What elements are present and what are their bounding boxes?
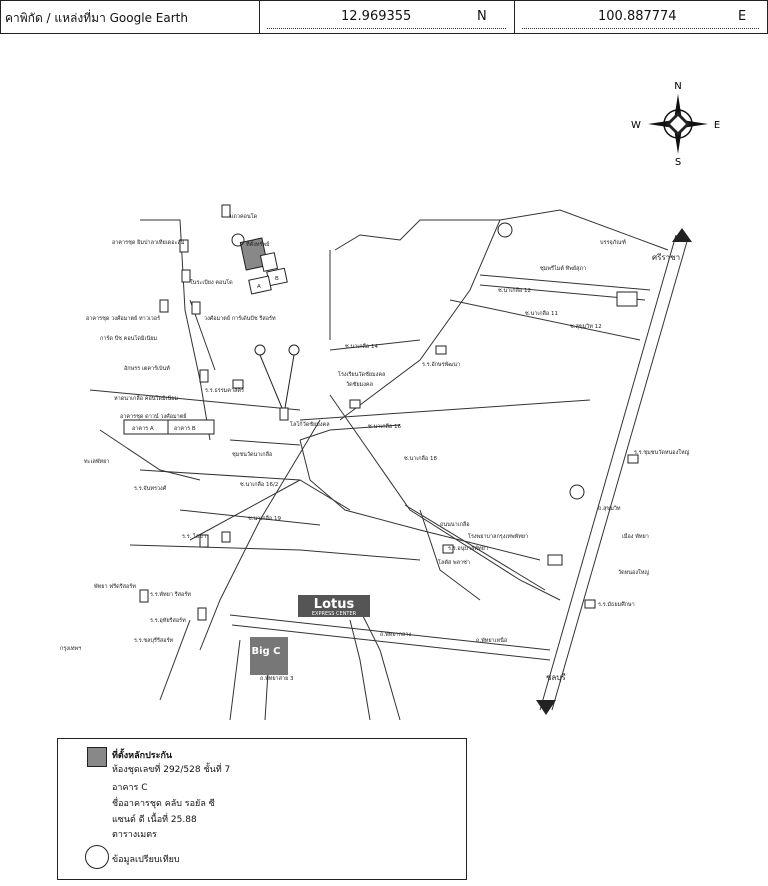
compare-marker-2 bbox=[288, 344, 300, 356]
lotus-label: Lotus bbox=[314, 597, 355, 612]
map-label: อาคารชุด ยิมปาลาเทียเดอะส์ม bbox=[112, 239, 185, 246]
map-label: การ์ด บีช คอนโดมิเนียม bbox=[100, 334, 157, 342]
coordinate-header: คาพิกัด / แหล่งที่มา Google Earth 12.969… bbox=[0, 0, 768, 34]
latitude-cell: 12.969355 N bbox=[259, 1, 515, 33]
map-label: ที่ตั้งทรัพย์ bbox=[246, 240, 270, 248]
map-label: กรุงเทพฯ bbox=[60, 645, 81, 652]
map-label: ร.ร.อุทัยรีสอร์ท bbox=[150, 617, 186, 624]
map-label: หาดนาเกลือ คอนโดมิเนียม bbox=[114, 394, 179, 402]
compass-n: N bbox=[674, 81, 681, 92]
compass-e: E bbox=[714, 120, 720, 131]
map-label: ซ.นาเกลือ 12 bbox=[498, 287, 531, 294]
lotus-store: Lotus EXPRESS CENTER bbox=[298, 595, 370, 617]
longitude-direction: E bbox=[738, 9, 747, 24]
map-label: ซ.นาเกลือ 14 bbox=[345, 343, 378, 350]
map-label: อักษรร เตคาร์เบ้นท์ bbox=[124, 365, 170, 372]
longitude-value: 100.887774 bbox=[598, 9, 677, 24]
map-label: A bbox=[257, 284, 261, 290]
map-label: อาคาร A bbox=[132, 426, 154, 432]
map-label: บรรจุภัณฑ์ bbox=[600, 239, 626, 246]
map-label: B bbox=[275, 276, 279, 282]
legend-line-3: อาคาร C bbox=[112, 783, 148, 793]
map-label: อาคารชุด ดาวน์ วงศ์อมาตย์ bbox=[120, 413, 187, 420]
map-label: ศรีราชา bbox=[652, 253, 680, 262]
compass-rose: N S W E bbox=[631, 81, 720, 168]
legend-line-1: ที่ตั้งหลักประกัน bbox=[112, 751, 173, 761]
latitude-value: 12.969355 bbox=[341, 9, 412, 24]
map-label: ร.ร.มัธยมศึกษา bbox=[598, 601, 635, 608]
source-cell: คาพิกัด / แหล่งที่มา Google Earth bbox=[1, 1, 260, 33]
map-label: ร.ร.ธรรมคาสตร์ bbox=[205, 387, 244, 394]
map-label: ซ.นาเกลือ 16 bbox=[368, 423, 401, 430]
compare-marker-1 bbox=[254, 344, 266, 356]
map-label: วัดชัยมงคล bbox=[346, 381, 373, 388]
subject-site bbox=[231, 233, 288, 295]
map-label: วงศ์อมาตย์ การ์เด้นบีช รีสอร์ท bbox=[204, 315, 276, 322]
map-label: ซ.นาเกลือ 18 bbox=[404, 455, 437, 462]
map-label: เมือง พัทยา bbox=[622, 533, 649, 540]
map-label: ร.ร.ชลบุรีรีสอร์ท bbox=[134, 637, 174, 644]
compare-circle-icon bbox=[85, 845, 109, 869]
longitude-cell: 100.887774 E bbox=[514, 1, 767, 33]
map-label: โรงพยาบาลกรุงเทพพัทยา bbox=[468, 532, 528, 540]
compass-w: W bbox=[631, 120, 641, 131]
compass-s: S bbox=[675, 157, 681, 168]
map-label: ซุ่มพรีไมต์ ทิพย์สุภา bbox=[540, 265, 586, 272]
map-label: ในระเบียง คอนโด bbox=[190, 278, 233, 286]
map-label: ร.ร.จันทรวงศ์ bbox=[134, 485, 167, 492]
map-label: แถวคอนโด bbox=[230, 212, 258, 220]
source-label: คาพิกัด / แหล่งที่มา Google Earth bbox=[5, 11, 188, 25]
legend-line-4: ชื่ออาคารชุด คลับ รอยัล ซี bbox=[112, 799, 215, 809]
map-label: พัทยา ฟรีดรีสอร์ท bbox=[94, 583, 136, 590]
legend-compare: ข้อมูลเปรียบเทียบ bbox=[112, 855, 180, 865]
map-label: ถนนนาเกลือ bbox=[440, 521, 470, 528]
map-label: ร.ร.ชุมชนวัดหนองใหญ่ bbox=[634, 449, 690, 456]
map-label: ถ.พัทยากลาง bbox=[380, 631, 411, 638]
legend-line-5: แซนด์ ดี เนื้อที่ 25.88 bbox=[112, 815, 197, 825]
map-label: อาคาร B bbox=[174, 426, 196, 432]
map-label: โลตัส พลาซ่า bbox=[438, 558, 470, 566]
map-label: ซ.นาเกลือ 11 bbox=[525, 310, 558, 317]
map-label: ถ.พัทยาสาย 3 bbox=[260, 675, 294, 682]
legend-line-2: ห้องชุดเลขที่ 292/528 ชั้นที่ 7 bbox=[112, 765, 231, 775]
map-label: ซ.นาเกลือ 16/2 bbox=[240, 481, 278, 488]
map-legend: ที่ตั้งหลักประกัน ห้องชุดเลขที่ 292/528 … bbox=[57, 738, 467, 880]
legend-line-6: ตารางเมตร bbox=[112, 830, 157, 840]
map-label: ร.ร.อักษรพัฒนา bbox=[422, 361, 460, 368]
map-label: ทะเลพัทยา bbox=[84, 458, 109, 465]
map-label: ชุมชนวัดนาเกลือ bbox=[232, 451, 272, 458]
street-map: Lotus EXPRESS CENTER Big C แถวคอนโด ที่ต… bbox=[60, 204, 692, 721]
map-label: ร.ร.พัทยา รีสอร์ท bbox=[150, 591, 191, 598]
big-c-store: Big C bbox=[250, 637, 288, 675]
subject-swatch bbox=[87, 747, 107, 767]
map-label: ถ.พัทยาเหนือ bbox=[476, 637, 507, 644]
big-c-label: Big C bbox=[251, 646, 280, 657]
map-label: ซ.นาเกลือ 19 bbox=[248, 515, 281, 522]
map-label: โรงเรียนวัดชัยมงคล bbox=[338, 370, 385, 378]
map-label: โลโก้วัดชัยมงคล bbox=[290, 420, 330, 428]
map-label: ร.ร.อนุบาลพัทยา bbox=[448, 545, 488, 552]
map-label: วัดหนองใหญ่ bbox=[618, 569, 649, 576]
latitude-direction: N bbox=[477, 9, 487, 24]
lotus-sub-label: EXPRESS CENTER bbox=[312, 611, 357, 617]
map-label: ซ.สุขุมวิท 12 bbox=[570, 323, 602, 330]
map-label: ร.ร. ไฮมา bbox=[182, 533, 206, 540]
map-label: ชลบุรี bbox=[546, 673, 566, 682]
map-label: อาคารชุด วงศ์อมาตย์ ทาวเวอร์ bbox=[86, 315, 160, 322]
map-label: ถ.สุขุมวิท bbox=[598, 505, 621, 512]
